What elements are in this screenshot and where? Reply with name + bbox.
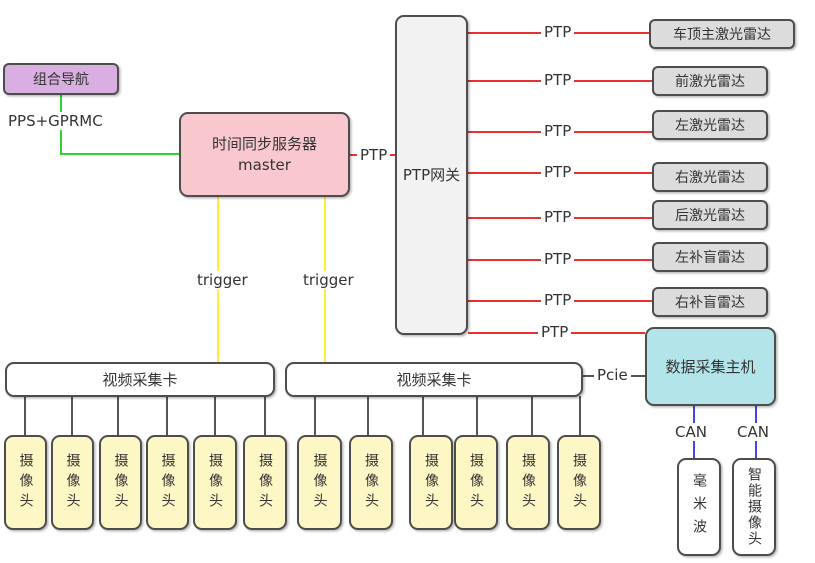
- node-camera-12: 摄像头: [557, 435, 601, 530]
- node-roof-main-lidar-label: 车顶主激光雷达: [673, 27, 771, 43]
- node-camera-5: 摄像头: [193, 435, 237, 530]
- node-data-collection-host-label: 数据采集主机: [665, 358, 756, 376]
- camera-wire-6: [264, 396, 266, 436]
- node-left-lidar-label: 左激光雷达: [675, 118, 745, 134]
- node-camera-1: 摄像头: [4, 435, 47, 530]
- ptp-label-4: PTP: [541, 163, 575, 181]
- ptp-label-1: PTP: [541, 23, 575, 41]
- node-camera-4: 摄像头: [146, 435, 189, 530]
- node-front-lidar: 前激光雷达: [652, 66, 768, 96]
- node-rear-lidar: 后激光雷达: [652, 200, 768, 230]
- camera-wire-7: [314, 396, 316, 436]
- node-video-capture-card-1: 视频采集卡: [5, 362, 275, 397]
- camera-wire-5: [214, 396, 216, 436]
- node-camera-10: 摄像头: [454, 435, 498, 530]
- ptp-label-3: PTP: [541, 122, 575, 140]
- pcie-label: Pcie: [594, 366, 631, 384]
- node-camera-7: 摄像头: [297, 435, 342, 530]
- node-video-capture-card-1-label: 视频采集卡: [102, 371, 178, 389]
- ptp-label-6: PTP: [541, 250, 575, 268]
- node-combined-navigation-label: 组合导航: [33, 72, 89, 88]
- node-camera-6: 摄像头: [243, 435, 287, 530]
- node-right-lidar-label: 右激光雷达: [675, 170, 745, 186]
- camera-label: 摄像头: [468, 452, 484, 513]
- pps-gprmc-label: PPS+GPRMC: [5, 112, 106, 130]
- camera-label: 摄像头: [311, 452, 328, 513]
- ptp-label-8: PTP: [538, 323, 572, 341]
- camera-wire-12: [579, 396, 581, 436]
- camera-label: 摄像头: [159, 452, 176, 513]
- node-right-blind-radar-label: 右补盲雷达: [675, 295, 745, 311]
- node-data-collection-host: 数据采集主机: [645, 327, 776, 406]
- camera-wire-3: [117, 396, 119, 436]
- ptp-label-7: PTP: [541, 291, 575, 309]
- trigger-label-2: trigger: [300, 271, 357, 289]
- node-time-sync-server: 时间同步服务器 master: [179, 112, 350, 197]
- node-left-lidar: 左激光雷达: [652, 110, 768, 140]
- node-right-lidar: 右激光雷达: [652, 162, 768, 192]
- camera-wire-9: [422, 396, 424, 436]
- node-combined-navigation: 组合导航: [3, 63, 119, 95]
- node-time-sync-server-sublabel: master: [238, 155, 291, 174]
- camera-label: 摄像头: [520, 452, 536, 513]
- node-time-sync-server-label: 时间同步服务器: [211, 135, 317, 154]
- node-mmwave-radar-label: 毫米波: [691, 472, 707, 542]
- ptp-label-5: PTP: [541, 208, 575, 226]
- node-left-blind-radar-label: 左补盲雷达: [675, 250, 745, 266]
- camera-wire-11: [531, 396, 533, 436]
- node-smart-camera: 智能摄像头: [732, 458, 776, 556]
- camera-label: 摄像头: [207, 452, 223, 513]
- trigger-label-1: trigger: [194, 271, 251, 289]
- can-label-2: CAN: [734, 423, 772, 441]
- node-front-lidar-label: 前激光雷达: [675, 74, 745, 90]
- ptp-server-label: PTP: [357, 146, 391, 164]
- camera-label: 摄像头: [257, 452, 273, 513]
- node-video-capture-card-2-label: 视频采集卡: [396, 371, 472, 389]
- ptp-label-2: PTP: [541, 71, 575, 89]
- node-ptp-gateway-label: PTP网关: [402, 165, 461, 184]
- node-right-blind-radar: 右补盲雷达: [652, 287, 768, 317]
- camera-wire-2: [71, 396, 73, 436]
- node-ptp-gateway: PTP网关: [395, 15, 468, 335]
- node-smart-camera-label: 智能摄像头: [746, 467, 762, 547]
- camera-label: 摄像头: [64, 452, 81, 513]
- can-label-1: CAN: [672, 423, 710, 441]
- node-camera-2: 摄像头: [51, 435, 94, 530]
- node-camera-3: 摄像头: [99, 435, 142, 530]
- node-camera-8: 摄像头: [349, 435, 393, 530]
- camera-wire-4: [166, 396, 168, 436]
- camera-label: 摄像头: [363, 452, 379, 513]
- node-camera-9: 摄像头: [409, 435, 453, 530]
- pps-wire-horizontal: [60, 153, 179, 155]
- camera-wire-1: [24, 396, 26, 436]
- node-roof-main-lidar: 车顶主激光雷达: [649, 19, 795, 49]
- camera-label: 摄像头: [17, 452, 34, 513]
- node-video-capture-card-2: 视频采集卡: [285, 362, 583, 397]
- camera-wire-8: [367, 396, 369, 436]
- camera-label: 摄像头: [571, 452, 587, 513]
- camera-label: 摄像头: [112, 452, 129, 513]
- node-mmwave-radar: 毫米波: [677, 458, 721, 556]
- node-left-blind-radar: 左补盲雷达: [652, 242, 768, 272]
- node-rear-lidar-label: 后激光雷达: [675, 208, 745, 224]
- node-camera-11: 摄像头: [506, 435, 550, 530]
- camera-label: 摄像头: [423, 452, 439, 513]
- camera-wire-10: [476, 396, 478, 436]
